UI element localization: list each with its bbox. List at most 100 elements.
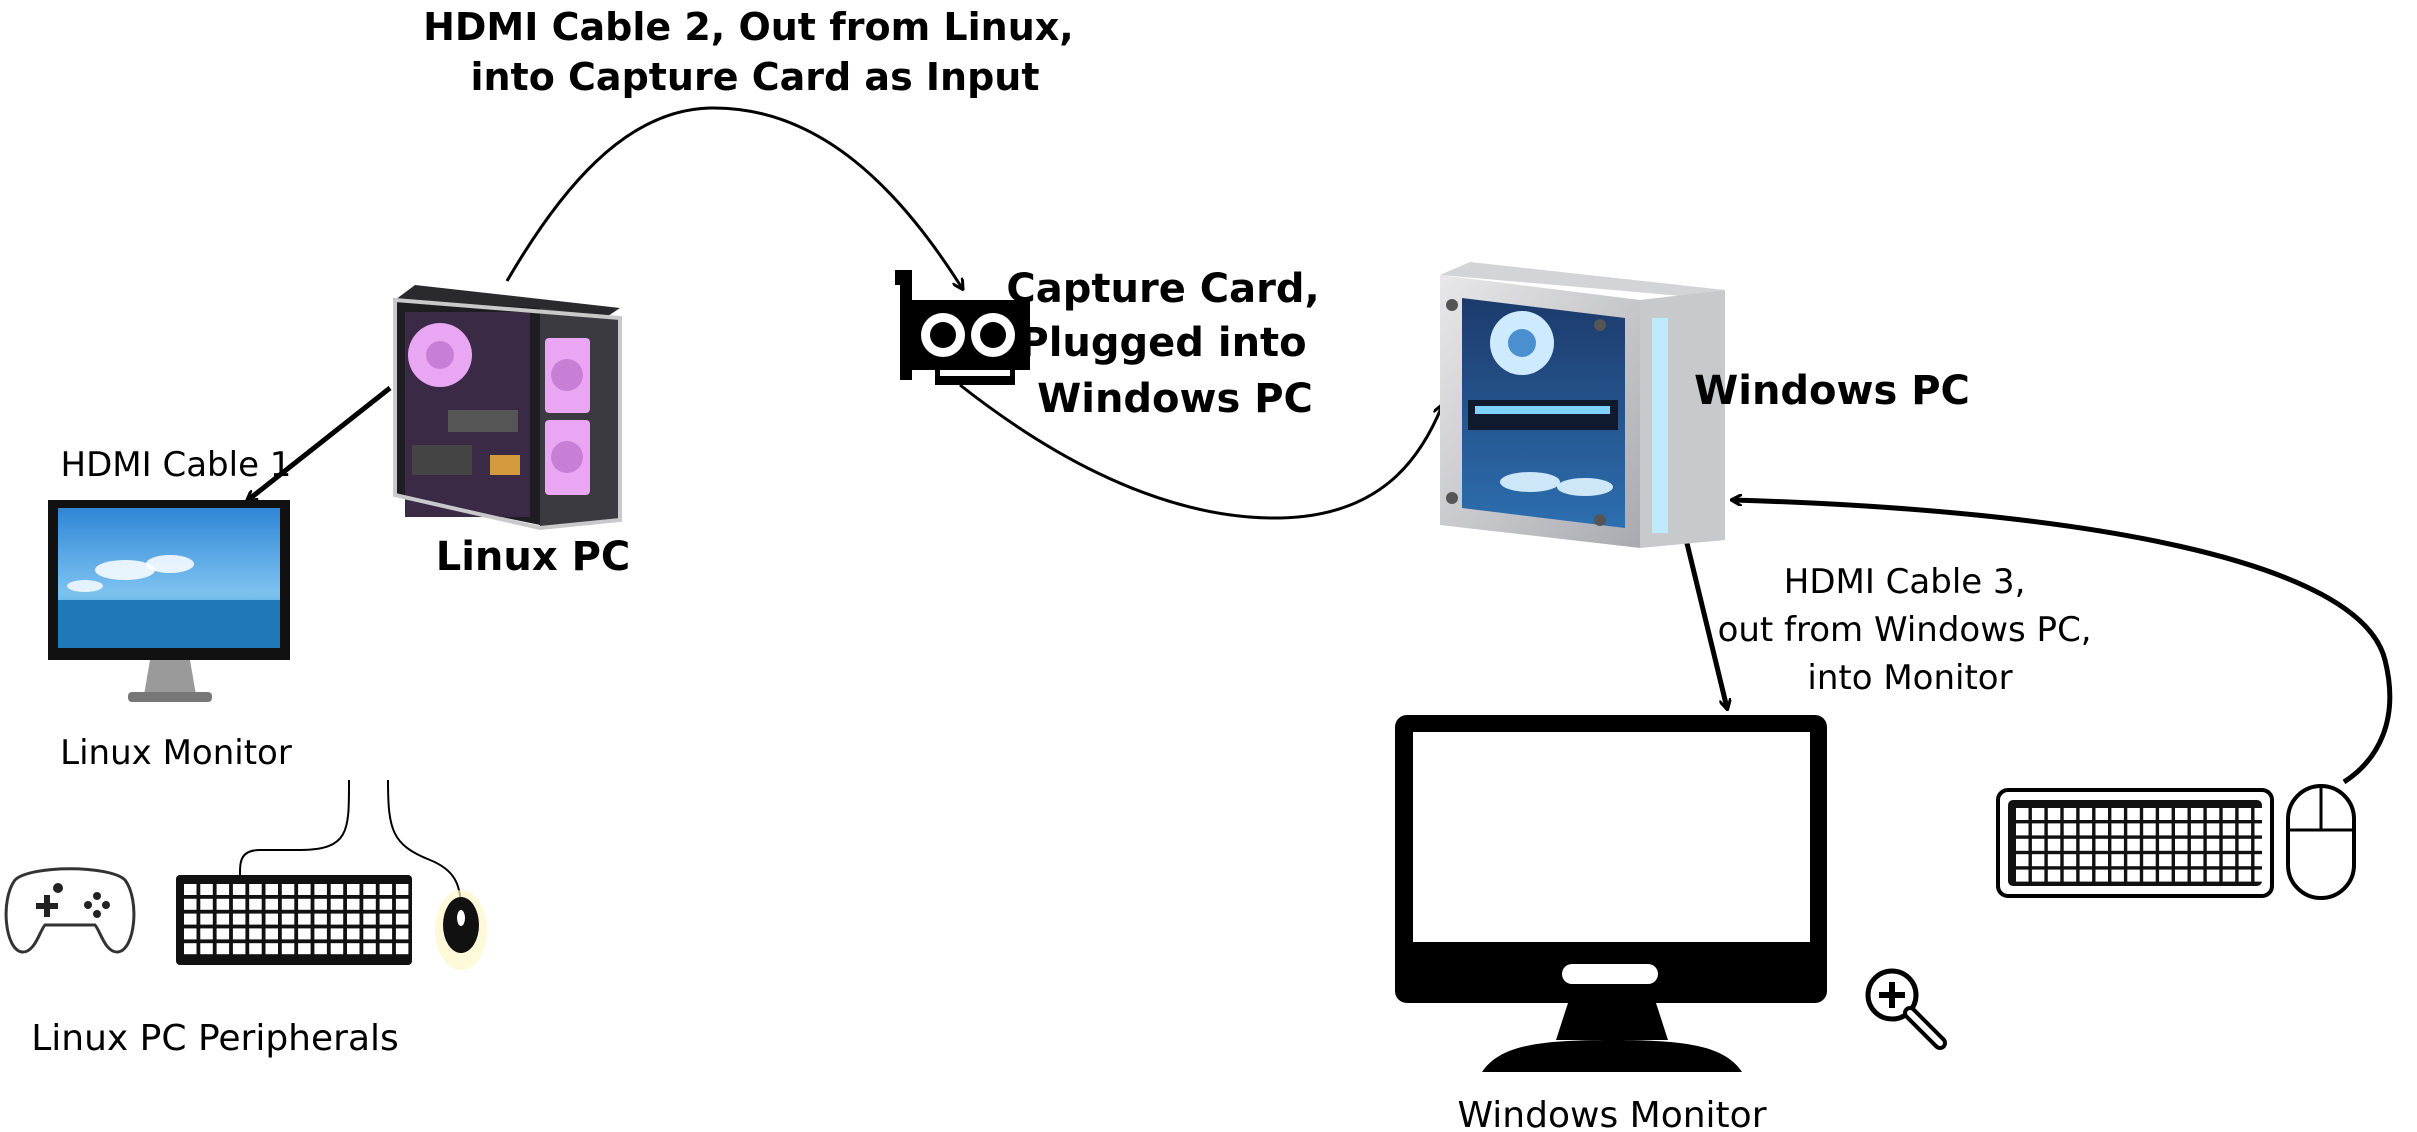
keyboard-key [298,943,311,955]
keyboard-key [395,943,409,955]
keyboard-key [2111,854,2124,867]
keyboard-key [2238,869,2252,882]
keyboard-key [2079,869,2093,882]
keyboard-key [2016,823,2029,836]
windows-pc-label: Windows PC [1694,368,1970,414]
keyboard-key [2079,838,2093,851]
keyboard-key [216,943,230,955]
keyboard-key [2159,869,2172,882]
keyboard-key [184,898,197,910]
keyboard-key [2190,854,2204,867]
windows-keyboard-icon [1996,788,2274,898]
keyboard-key [2063,808,2077,820]
keyboard-key [2238,838,2252,851]
keyboard-key [2095,854,2108,867]
keyboard-key [2190,838,2204,851]
keyboard-key [2254,854,2267,867]
keyboard-key [330,928,344,940]
keyboard-key [2016,854,2029,867]
keyboard-key [330,898,344,910]
keyboard-key [314,884,327,895]
keyboard-key [347,884,360,895]
keyboard-key [2111,869,2124,882]
keyboard-key [379,913,393,925]
keyboard-key [2222,838,2236,851]
keyboard-key [2127,869,2140,882]
capture-to-windows-line [959,383,1442,520]
keyboard-key [363,928,376,940]
keyboard-key [2079,823,2093,836]
connections [239,106,2393,906]
keyboard-key [265,913,278,925]
keyboard-key [363,913,376,925]
keyboard-key [2031,869,2045,882]
hdmi-cable-1-label: HDMI Cable 1 [61,445,292,485]
keyboard-key [395,884,409,895]
keyboard-key [2095,838,2108,851]
linux-pc-icon [393,285,622,531]
zoom-in-icon[interactable] [1865,968,1947,1050]
keyboard-key [232,913,246,925]
gamepad-icon [4,867,136,954]
keyboard-key [2222,808,2236,820]
keyboard-key [249,928,262,940]
keyboard-key [2143,823,2156,836]
keyboard-key [330,884,344,895]
keyboard-key [184,884,197,895]
keyboard-key [2031,823,2045,836]
keyboard-key [395,913,409,925]
keyboard-key [249,913,262,925]
keyboard-key [184,928,197,940]
keyboard-key [2111,823,2124,836]
keyboard-key [2159,838,2172,851]
keyboard-key [2063,838,2077,851]
keyboard-key [2238,808,2252,820]
keyboard-key [2175,869,2188,882]
keyboard-key [379,884,393,895]
keyboard-key [395,898,409,910]
keyboard-key [2190,808,2204,820]
keyboard-key [184,913,197,925]
capture-card-label: Capture Card, Plugged into Windows PC [1006,266,1333,422]
keyboard-key [2143,869,2156,882]
keyboard-key [2095,823,2108,836]
windows-monitor-label: Windows Monitor [1458,1095,1767,1132]
keyboard-key [2047,808,2061,820]
linux-monitor-label: Linux Monitor [60,733,292,773]
keyboard-key [298,928,311,940]
keyboard-key [184,943,197,955]
capture-card-icon [895,270,1030,385]
keyboard-key [232,898,246,910]
keyboard-key [2079,854,2093,867]
keyboard-key [249,898,262,910]
keyboard-key [281,898,295,910]
linux-pc-label: Linux PC [436,534,631,580]
keyboard-key [2175,823,2188,836]
keyboard-key [2031,808,2045,820]
keyboard-key [281,943,295,955]
keyboard-key [265,884,278,895]
hdmi-cable-2-line [505,106,962,288]
windows-peripherals-line [1733,500,2393,785]
keyboard-key [395,928,409,940]
keyboard-key [2190,869,2204,882]
keyboard-key [265,943,278,955]
keyboard-key [200,913,213,925]
keyboard-key [363,943,376,955]
keyboard-key [281,913,295,925]
keyboard-key [200,928,213,940]
hdmi-cable-1-arrow [248,386,392,500]
keyboard-key [216,913,230,925]
keyboard-key [379,943,393,955]
keyboard-key [2206,808,2220,820]
keyboard-key [2031,838,2045,851]
keyboard-key [2206,838,2220,851]
keyboard-key [2063,823,2077,836]
keyboard-key [2159,854,2172,867]
windows-monitor-icon [1395,715,1827,1072]
linux-mouse-icon [435,890,487,970]
keyboard-key [379,898,393,910]
keyboard-key [298,898,311,910]
keyboard-key [216,884,230,895]
keyboard-key [2254,823,2267,836]
